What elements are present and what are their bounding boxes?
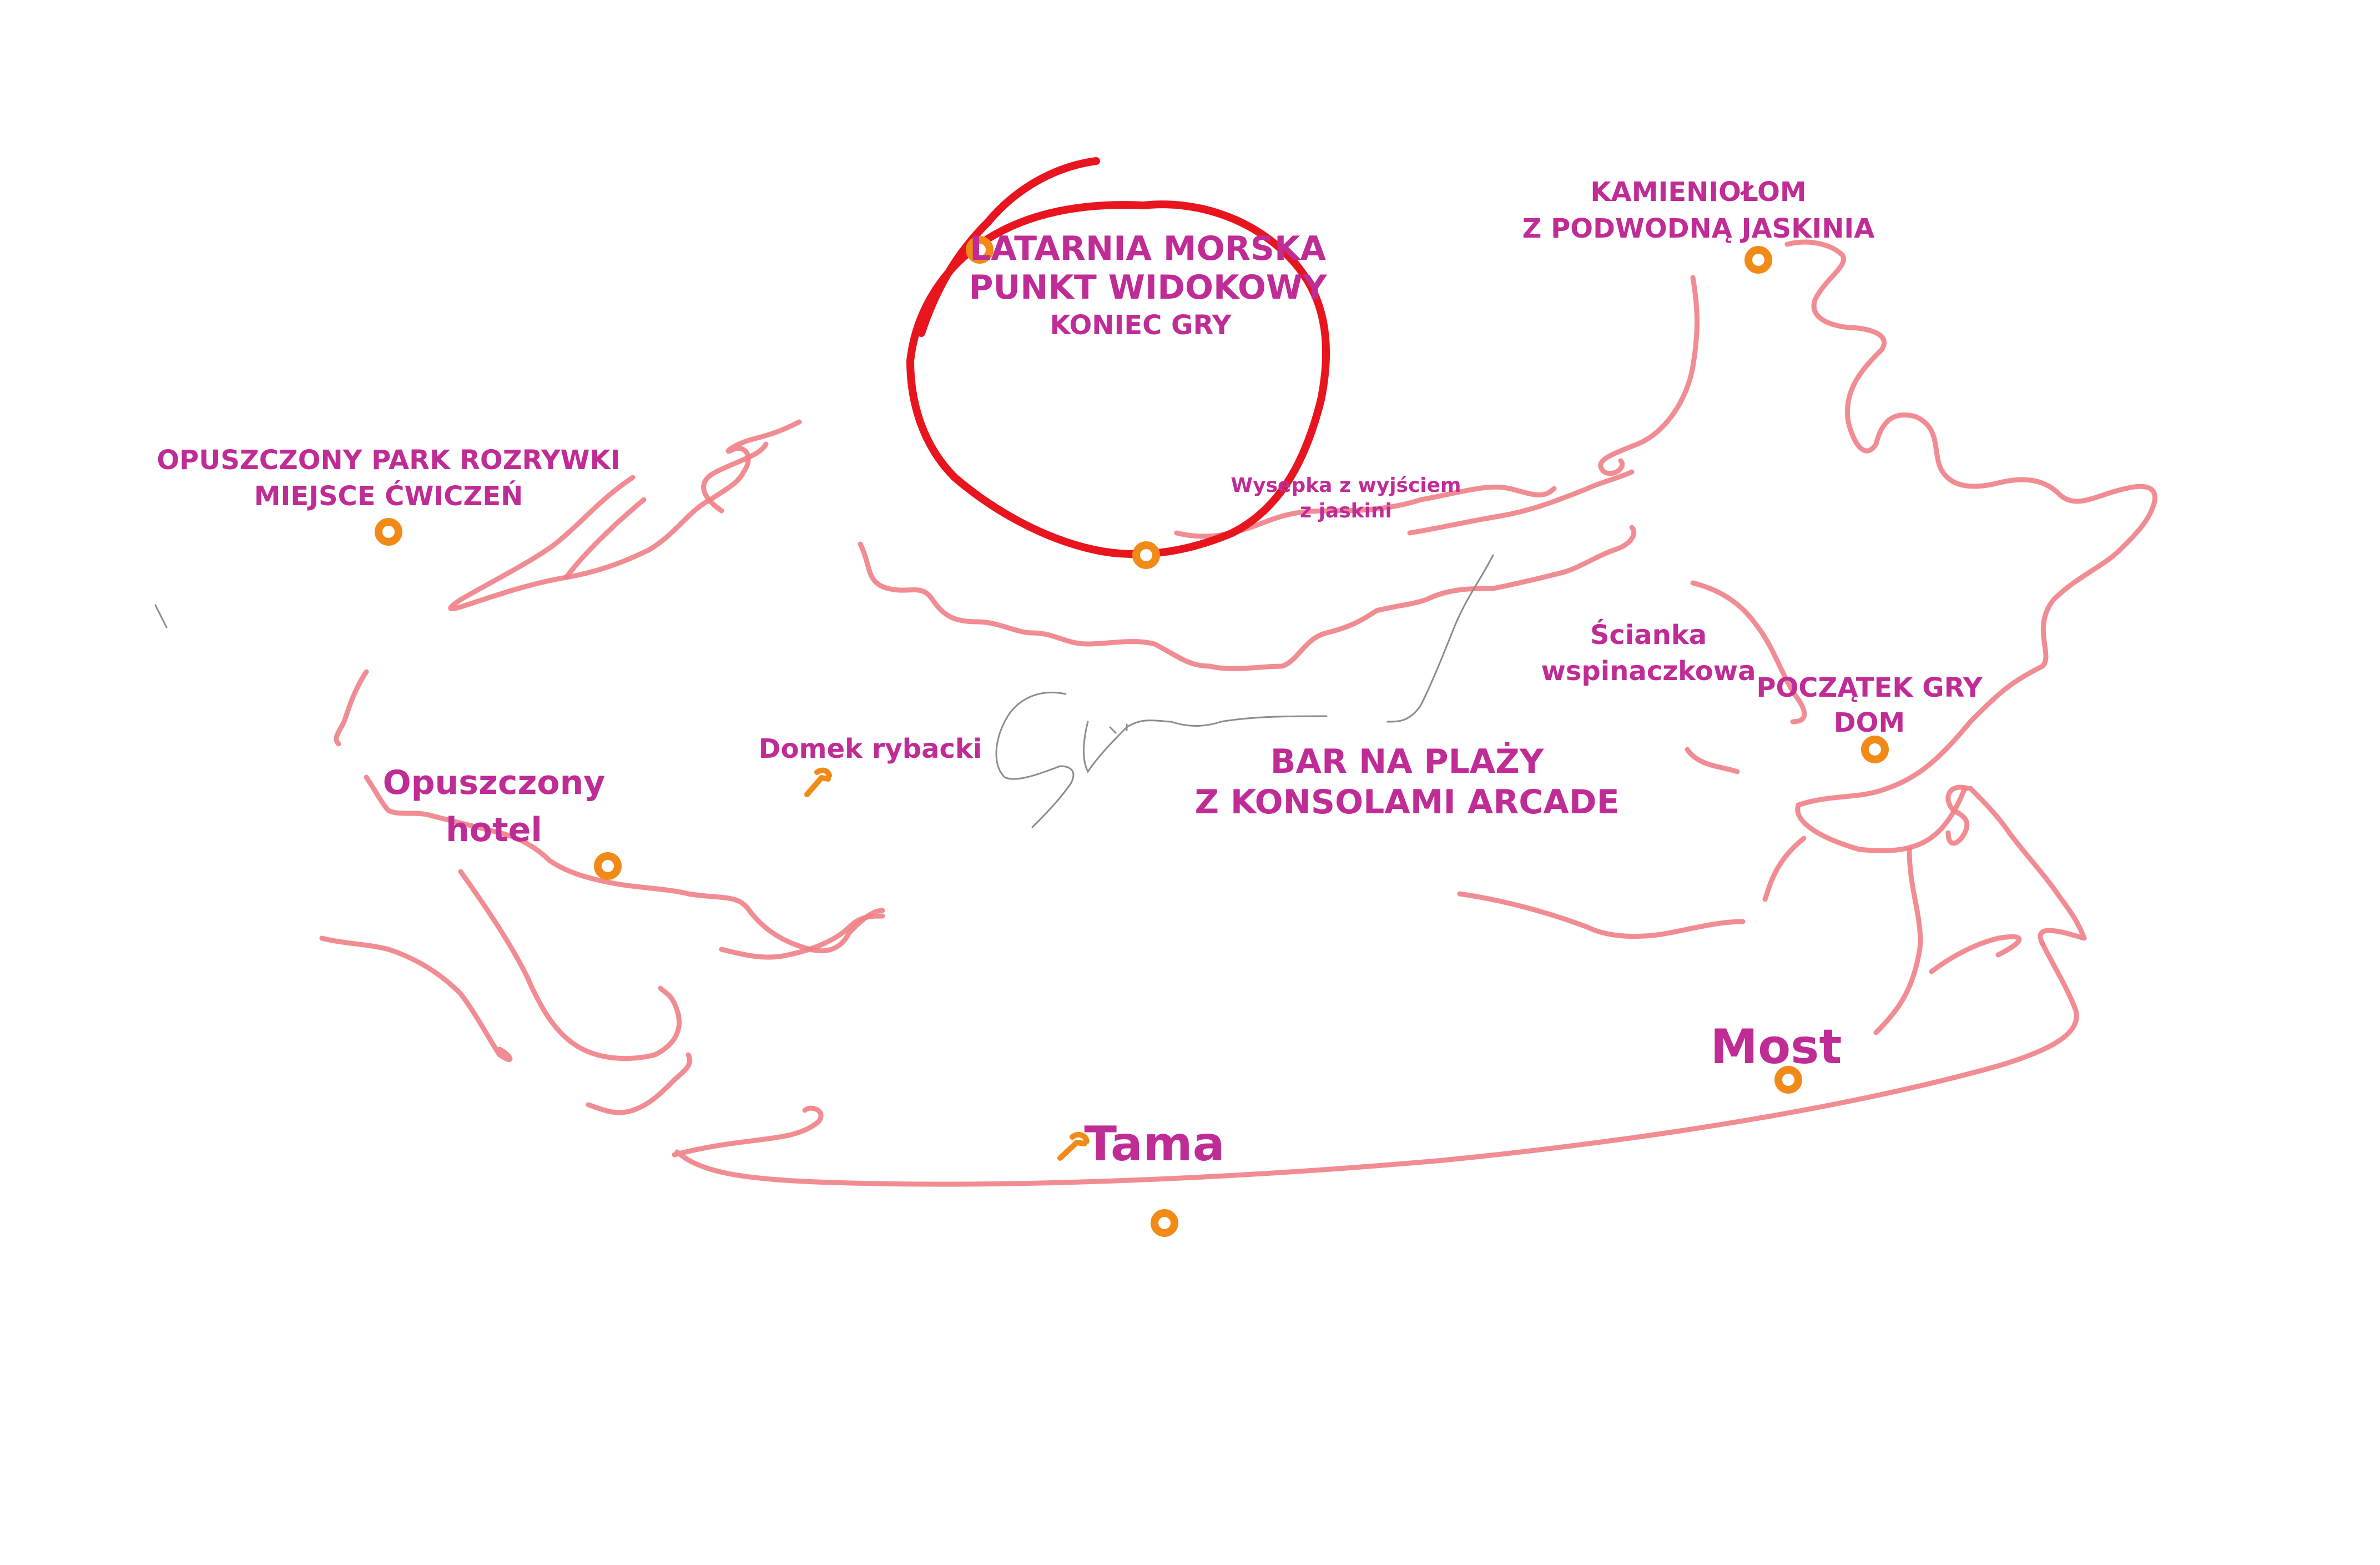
- pencil-line: [1386, 554, 1494, 723]
- highlight-circle: [906, 157, 1330, 558]
- map-labels: LATARNIA MORSKA PUNKT WIDOKOWY KONIEC GR…: [157, 177, 1983, 1172]
- fisher-hut-label: Domek rybacki: [759, 733, 982, 764]
- coastline-hotel-bay: [719, 913, 885, 960]
- coastline-north-middle: [858, 469, 1637, 671]
- park-label-line1: OPUSZCZONY PARK ROZRYWKI: [157, 445, 620, 476]
- location-marker-icon[interactable]: [966, 236, 994, 264]
- wrench-icons: [804, 767, 1090, 1161]
- location-marker-icon[interactable]: [594, 852, 622, 880]
- lighthouse-label-line1: LATARNIA MORSKA: [970, 229, 1326, 268]
- location-marker-icon[interactable]: [1744, 246, 1772, 274]
- coastline-southwest: [319, 935, 693, 1115]
- quarry-label-line2: Z PODWODNĄ JASKINIA: [1522, 213, 1875, 244]
- coastline-northwest-inlet: [563, 441, 769, 580]
- park-label-line2: MIEJSCE ĆWICZEŃ: [254, 480, 523, 512]
- location-marker-icon[interactable]: [375, 518, 402, 546]
- climbing-wall-label-line1: Ścianka: [1590, 619, 1707, 651]
- dam-label: Tama: [1084, 1116, 1224, 1172]
- islet-label-line2: z jaskini: [1300, 500, 1392, 522]
- highlight-circle-stroke-start: [917, 157, 1100, 337]
- beach-bar-label-line1: BAR NA PLAŻY: [1270, 741, 1545, 781]
- coastline-lighthouse: [1174, 484, 1557, 539]
- pencil-tick: [154, 604, 168, 628]
- signature-scribble: [154, 554, 1494, 828]
- islet-label-line1: Wysepka z wyjściem: [1231, 474, 1461, 497]
- bridge-label: Most: [1711, 1019, 1842, 1075]
- lighthouse-label-line3: KONIEC GRY: [1050, 310, 1232, 341]
- location-markers: [375, 236, 1889, 1237]
- hotel-label-line2: hotel: [446, 811, 542, 849]
- wrench-icon[interactable]: [1057, 1131, 1090, 1161]
- game-start-label-line1: POCZĄTEK GRY: [1756, 672, 1983, 703]
- coastline: [319, 239, 2157, 1187]
- coastline-southeast: [1945, 784, 2087, 947]
- coastline-northwest: [448, 419, 802, 612]
- location-marker-icon[interactable]: [1861, 736, 1889, 763]
- wrench-icon[interactable]: [804, 767, 832, 797]
- coastline-east-cove: [1685, 747, 2022, 1035]
- climbing-wall-label-line2: wspinaczkowa: [1541, 656, 1756, 687]
- signature-scribble-stroke: [995, 691, 1328, 828]
- coastline-bay: [1457, 891, 1746, 939]
- hotel-label-line1: Opuszczony: [383, 763, 606, 802]
- coastline-south: [672, 941, 2079, 1187]
- game-start-label-line2: DOM: [1834, 707, 1905, 738]
- location-marker-icon[interactable]: [1151, 1209, 1178, 1237]
- coastline-west: [334, 669, 885, 954]
- location-marker-icon[interactable]: [1774, 1066, 1802, 1094]
- lighthouse-label-line2: PUNKT WIDOKOWY: [969, 268, 1328, 307]
- quarry-label-line1: KAMIENIOŁOM: [1590, 177, 1806, 208]
- beach-bar-label-line2: Z KONSOLAMI ARCADE: [1194, 783, 1619, 822]
- coastline-hotel-peninsula: [458, 869, 682, 1061]
- coastline-east: [1784, 239, 2157, 853]
- location-marker-icon[interactable]: [1132, 541, 1160, 569]
- coastline-east-inner: [1690, 580, 1807, 724]
- coastline-northeast: [1598, 275, 1700, 476]
